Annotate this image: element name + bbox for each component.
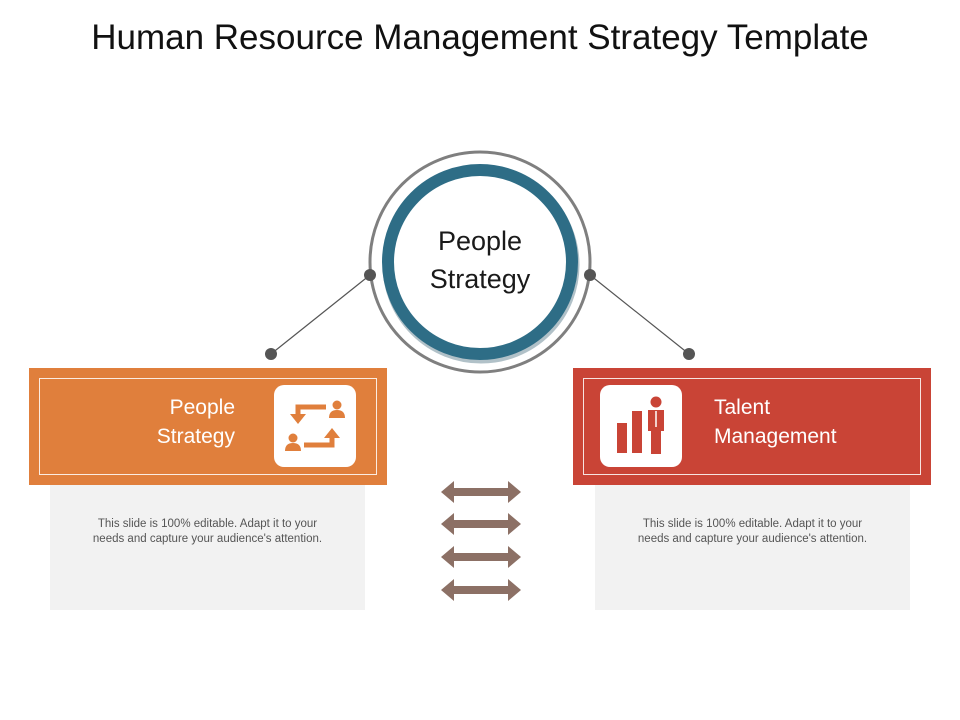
talent-management-description-box: This slide is 100% editable. Adapt it to… [595, 485, 910, 610]
card-label: Talent Management [714, 393, 837, 451]
people-strategy-card: People Strategy [29, 368, 387, 485]
center-label: People Strategy [400, 222, 560, 298]
card-label-line2: Strategy [156, 425, 235, 448]
card-label-line1: People [169, 396, 235, 419]
description-text: This slide is 100% editable. Adapt it to… [92, 518, 323, 545]
card-border [583, 378, 921, 475]
people-cycle-icon [274, 385, 356, 467]
connector-dot [364, 269, 376, 281]
double-arrow-icon [441, 546, 521, 568]
center-label-line2: Strategy [429, 264, 531, 294]
description-text: This slide is 100% editable. Adapt it to… [637, 518, 868, 545]
connector-dot [265, 348, 277, 360]
connector-right [589, 274, 690, 355]
double-arrows-group [441, 481, 521, 601]
talent-management-card: Talent Management [573, 368, 931, 485]
talent-chart-icon [600, 385, 682, 467]
card-label: People Strategy [157, 393, 235, 451]
connector-left [270, 274, 371, 355]
double-arrow-icon [441, 481, 521, 503]
card-label-line2: Management [714, 425, 837, 448]
double-arrow-icon [441, 579, 521, 601]
connector-dot [584, 269, 596, 281]
slide-title: Human Resource Management Strategy Templ… [91, 18, 869, 57]
center-label-line1: People [437, 226, 523, 256]
inner-ring [382, 164, 578, 360]
card-label-line1: Talent [714, 396, 771, 419]
people-strategy-description-box: This slide is 100% editable. Adapt it to… [50, 485, 365, 610]
double-arrow-icon [441, 513, 521, 535]
connector-dot [683, 348, 695, 360]
card-border [39, 378, 377, 475]
